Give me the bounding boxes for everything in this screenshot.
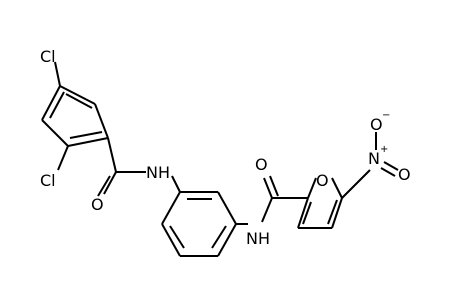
double-bond-inner — [69, 131, 103, 139]
double-bond-n-o — [380, 167, 396, 177]
phenylene-ring — [161, 191, 237, 257]
atom-o-nitro-top: O — [370, 115, 383, 134]
atom-cl-top: Cl — [40, 47, 56, 66]
bond — [331, 197, 343, 229]
atom-o-nitro-right: O — [398, 165, 411, 184]
atom-o-furan: O — [316, 171, 329, 190]
bond-c-cl — [57, 145, 69, 171]
bond — [217, 223, 237, 257]
furan-ring — [297, 177, 343, 229]
charge-minus: − — [382, 110, 390, 121]
atom-nh-amide2: NH — [246, 229, 270, 248]
dichlorophenyl-ring — [41, 85, 109, 147]
bond — [41, 85, 61, 121]
bond — [59, 85, 96, 105]
bond — [161, 191, 181, 225]
atom-nh-amide1: NH — [146, 163, 170, 182]
bond-n-c — [261, 197, 273, 223]
bond — [297, 197, 309, 229]
bond — [107, 137, 117, 173]
bond — [217, 191, 237, 225]
charge-plus: + — [380, 144, 388, 155]
double-bond-inner — [327, 199, 338, 225]
bond-n-o — [383, 161, 399, 171]
atom-o-amide2: O — [255, 155, 268, 174]
double-bond-inner — [211, 225, 227, 249]
bond — [94, 103, 109, 139]
bond — [41, 119, 69, 147]
atom-cl-left: Cl — [40, 171, 56, 190]
atom-n-nitro: N — [368, 149, 380, 168]
bond — [331, 177, 343, 199]
double-bond-inner — [169, 225, 185, 249]
double-bond-c-o — [97, 175, 111, 197]
bond-c-n — [341, 169, 371, 199]
bond-n-c — [171, 175, 181, 193]
bond-c-o — [103, 171, 117, 195]
bond — [67, 137, 109, 147]
double-bond-inner — [302, 201, 312, 225]
bond-c-cl — [54, 61, 61, 87]
double-bond-inner — [65, 93, 93, 109]
double-bond-c-o — [269, 175, 279, 197]
bond — [161, 223, 181, 257]
bond-c-o — [263, 177, 273, 199]
bond — [307, 177, 317, 199]
atom-o-amide1: O — [91, 195, 104, 214]
double-bond-inner — [49, 91, 65, 119]
